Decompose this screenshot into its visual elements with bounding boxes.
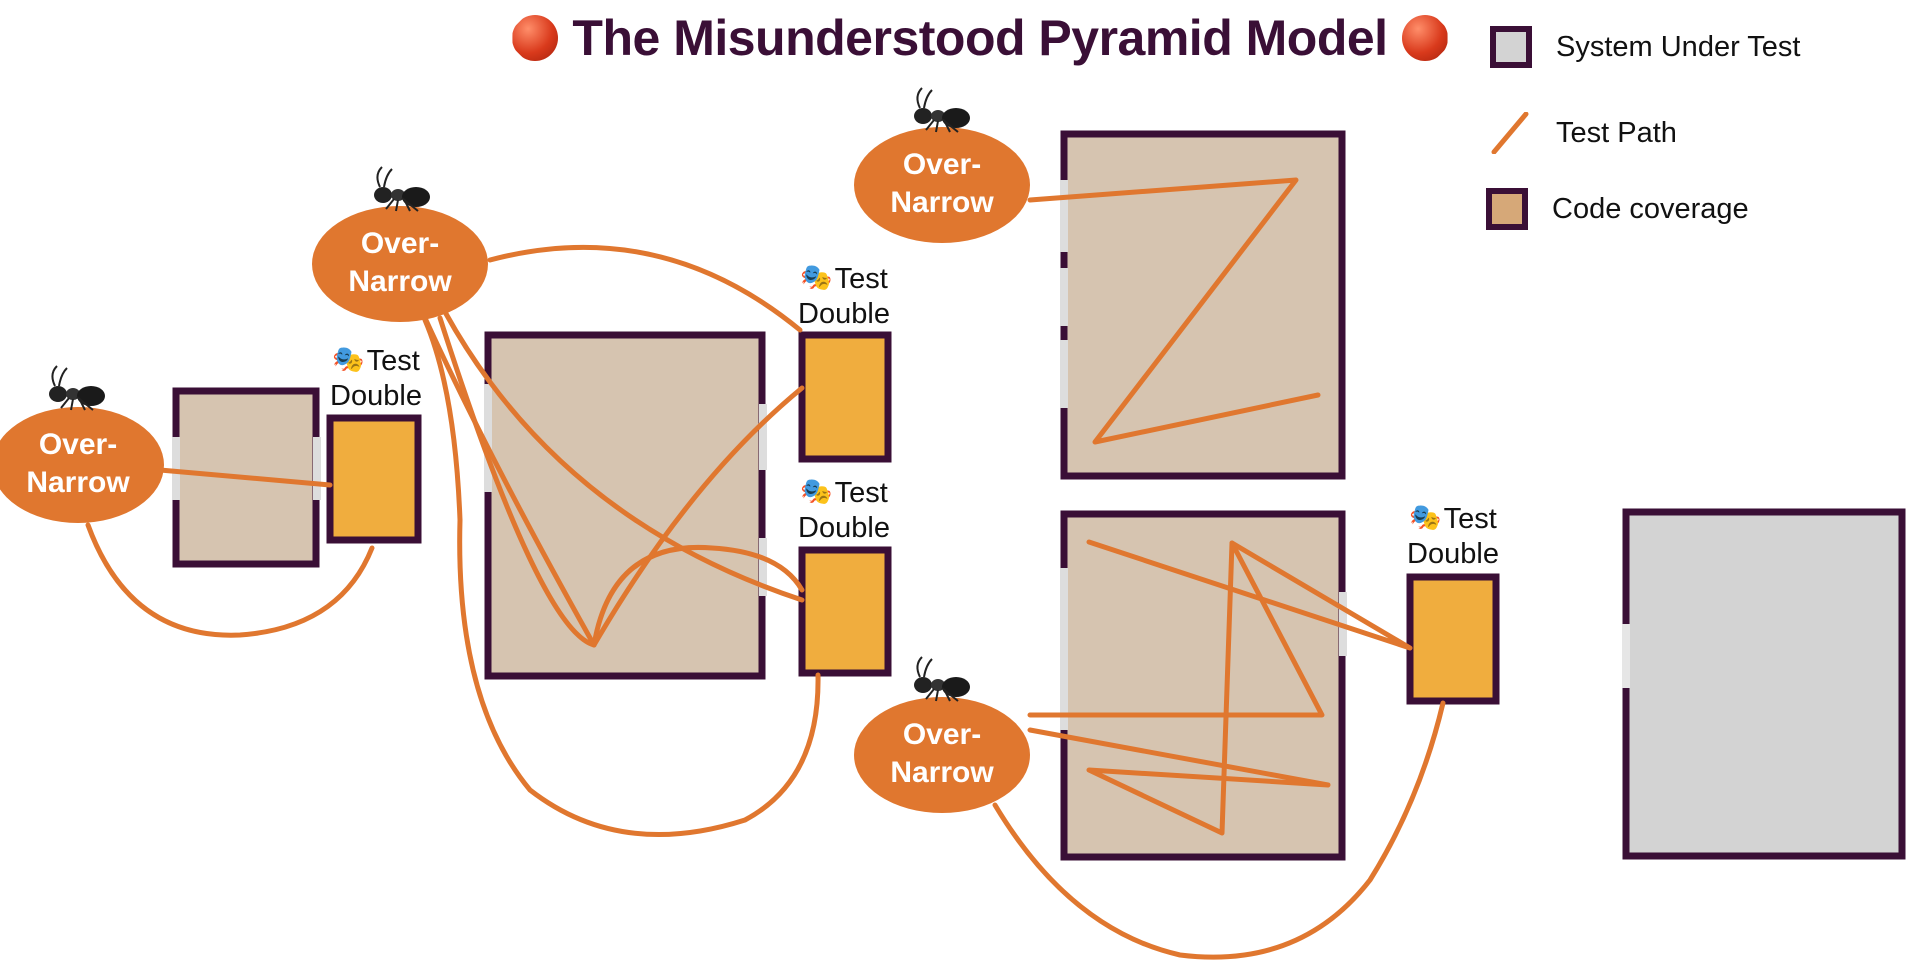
page-title: The Misunderstood Pyramid Model xyxy=(572,10,1388,66)
stop-sign-icon xyxy=(1401,15,1448,61)
test-path-mid-2 xyxy=(422,315,597,648)
test-double-label-4: 🎭Test Double xyxy=(1393,500,1513,572)
over-narrow-blob-left xyxy=(0,407,164,523)
test-double-box-3 xyxy=(798,546,892,677)
legend-path-label: Test Path xyxy=(1556,116,1677,149)
td-label-line2: Double xyxy=(330,380,422,412)
test-path-mid-6 xyxy=(422,317,821,838)
td-label-line2: Double xyxy=(1407,538,1499,570)
path-swatch-icon xyxy=(1490,111,1532,155)
td-label-line1: Test xyxy=(366,345,420,377)
legend-coverage: Code coverage xyxy=(1486,188,1749,230)
td-label-line1: Test xyxy=(1443,503,1497,535)
ant-icon xyxy=(914,656,970,702)
test-path-mid-3 xyxy=(437,315,805,648)
title-bar: The Misunderstood Pyramid Model xyxy=(500,8,1460,68)
test-path-br-1 xyxy=(1027,540,1331,836)
legend-sut: System Under Test xyxy=(1490,26,1800,68)
performing-arts-icon: 🎭 xyxy=(1409,502,1442,532)
test-double-label-2: 🎭Test Double xyxy=(784,260,904,332)
test-double-box-2 xyxy=(798,331,892,463)
test-double-box-4 xyxy=(1406,573,1500,705)
test-path-left-2 xyxy=(85,522,375,638)
performing-arts-icon: 🎭 xyxy=(800,476,833,506)
test-path-top-right xyxy=(1027,177,1321,445)
over-narrow-blob-mid xyxy=(312,206,488,322)
sut-box-e xyxy=(1622,508,1906,860)
legend-sut-label: System Under Test xyxy=(1556,30,1801,63)
ant-icon xyxy=(374,166,430,212)
test-path-mid-1 xyxy=(487,244,803,333)
test-double-label-1: 🎭Test Double xyxy=(316,342,436,414)
performing-arts-icon: 🎭 xyxy=(332,344,365,374)
test-paths xyxy=(85,177,1446,960)
performing-arts-icon: 🎭 xyxy=(800,262,833,292)
stop-sign-icon xyxy=(512,15,559,61)
td-label-line1: Test xyxy=(834,263,888,295)
ant-icon xyxy=(914,87,970,133)
over-narrow-blob-top-right xyxy=(854,127,1030,243)
sut-box-b xyxy=(484,331,767,680)
td-label-line1: Test xyxy=(834,477,888,509)
test-path-br-3 xyxy=(992,700,1446,960)
over-narrow-blob-bottom-right xyxy=(854,697,1030,813)
td-label-line2: Double xyxy=(798,512,890,544)
test-path-mid-4 xyxy=(591,385,805,648)
legend-coverage-label: Code coverage xyxy=(1552,192,1749,225)
test-path-mid-5 xyxy=(442,309,805,603)
ant-icon xyxy=(49,365,105,411)
sut-box-d xyxy=(1060,510,1347,861)
test-path-left-1 xyxy=(157,467,333,488)
sut-swatch-icon xyxy=(1490,26,1532,68)
coverage-swatch-icon xyxy=(1486,188,1528,230)
legend-path: Test Path xyxy=(1490,111,1677,155)
test-path-br-2 xyxy=(1086,539,1413,651)
test-double-box-1 xyxy=(326,414,422,544)
td-label-line2: Double xyxy=(798,298,890,330)
test-double-label-3: 🎭Test Double xyxy=(784,474,904,546)
